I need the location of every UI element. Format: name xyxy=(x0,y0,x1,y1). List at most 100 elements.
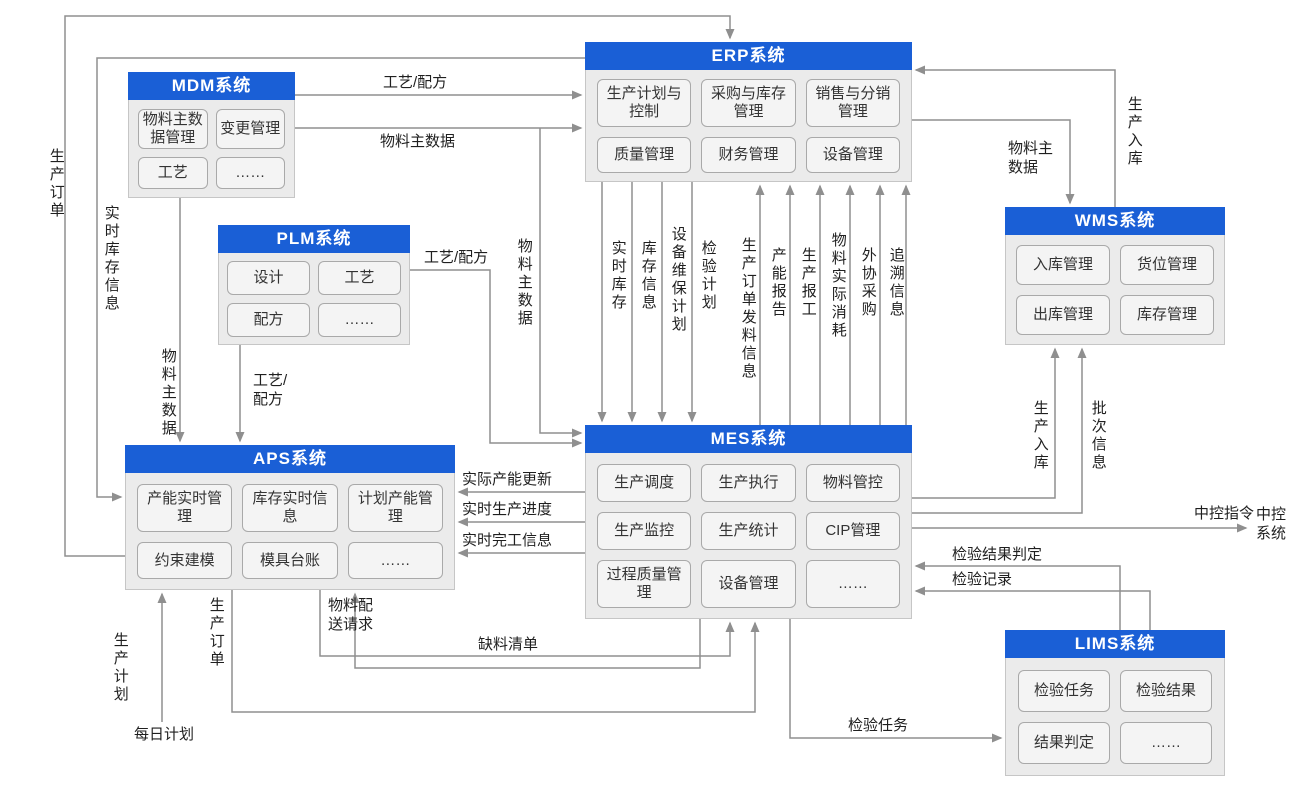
wms-module-location: 货位管理 xyxy=(1120,245,1214,285)
aps-module-mold-ledger: 模具台账 xyxy=(242,542,338,579)
flow-label-inspection-result-judgement: 检验结果判定 xyxy=(952,546,1043,563)
lims-module-task: 检验任务 xyxy=(1018,670,1110,712)
external-node-central-control: 中控系统 xyxy=(1256,506,1287,542)
erp-system-box: ERP系统 生产计划与控制 采购与库存管理 销售与分销管理 质量管理 财务管理 … xyxy=(585,42,912,182)
wms-module-inbound: 入库管理 xyxy=(1016,245,1110,285)
flow-label-shortage-list: 缺料清单 xyxy=(478,636,539,653)
mes-module-cip: CIP管理 xyxy=(805,512,900,550)
flow-label-inventory-info: 库存信息 xyxy=(639,240,657,312)
flow-label-daily-plan: 每日计划 xyxy=(134,726,195,743)
flow-label-inspection-task: 检验任务 xyxy=(848,717,909,734)
arrow-mes-to-wms-inbound xyxy=(912,347,1060,499)
erp-module-finance: 财务管理 xyxy=(701,137,796,173)
mes-module-dispatch: 生产调度 xyxy=(597,464,692,502)
plm-module-more: …… xyxy=(318,303,401,337)
wms-system-body: 入库管理 货位管理 出库管理 库存管理 xyxy=(1005,235,1225,345)
aps-system-body: 产能实时管理 库存实时信息 计划产能管理 约束建模 模具台账 …… xyxy=(125,473,455,590)
aps-module-inventory-info: 库存实时信息 xyxy=(242,484,338,532)
flow-label-process-recipe-plm-mes: 工艺/配方 xyxy=(424,249,489,266)
wms-module-inventory: 库存管理 xyxy=(1120,295,1214,335)
flow-label-actual-consumption: 物料实际消耗 xyxy=(829,232,847,340)
flow-label-material-master-mdm-aps: 物料主数据 xyxy=(159,348,177,438)
lims-system-body: 检验任务 检验结果 结果判定 …… xyxy=(1005,658,1225,776)
lims-module-more: …… xyxy=(1120,722,1212,764)
flow-label-inspection-record: 检验记录 xyxy=(952,571,1013,588)
flow-label-central-command: 中控指令 xyxy=(1194,505,1255,522)
erp-module-purchase-inventory: 采购与库存管理 xyxy=(701,79,796,127)
flow-label-production-inbound-mid: 生产入库 xyxy=(1031,400,1049,472)
arrow-aps-to-mes-production-order xyxy=(231,590,760,713)
erp-system-body: 生产计划与控制 采购与库存管理 销售与分销管理 质量管理 财务管理 设备管理 xyxy=(585,70,912,182)
aps-module-more: …… xyxy=(347,542,443,579)
erp-system-title: ERP系统 xyxy=(585,42,912,70)
mes-system-title: MES系统 xyxy=(585,425,912,453)
plm-system-body: 设计 工艺 配方 …… xyxy=(218,253,410,345)
arrow-mdm-to-mes-material-master xyxy=(539,128,583,438)
mdm-system-title: MDM系统 xyxy=(128,72,295,100)
mes-module-more: …… xyxy=(805,560,900,608)
aps-system-box: APS系统 产能实时管理 库存实时信息 计划产能管理 约束建模 模具台账 …… xyxy=(125,445,455,590)
mdm-system-body: 物料主数据管理 变更管理 工艺 …… xyxy=(128,100,295,198)
flow-label-material-master-mdm-erp: 物料主数据 xyxy=(380,133,456,150)
flow-label-realtime-completion: 实时完工信息 xyxy=(462,532,553,549)
flow-label-capacity-report: 产能报告 xyxy=(769,247,787,319)
wms-system-title: WMS系统 xyxy=(1005,207,1225,235)
flow-label-production-plan: 生产计划 xyxy=(111,632,129,704)
flow-label-realtime-progress: 实时生产进度 xyxy=(462,501,553,518)
mes-module-monitoring: 生产监控 xyxy=(597,512,692,550)
erp-module-plan-control: 生产计划与控制 xyxy=(597,79,692,127)
erp-module-equipment: 设备管理 xyxy=(805,137,900,173)
erp-module-quality: 质量管理 xyxy=(597,137,692,173)
plm-module-design: 设计 xyxy=(227,261,310,295)
flow-label-actual-capacity-update: 实际产能更新 xyxy=(462,471,553,488)
flow-label-production-order-left: 生产订单 xyxy=(47,148,65,220)
mdm-module-more: …… xyxy=(215,157,285,189)
lims-system-title: LIMS系统 xyxy=(1005,630,1225,658)
flow-label-production-order-bottom: 生产订单 xyxy=(207,597,225,669)
aps-module-plan-capacity: 计划产能管理 xyxy=(347,484,443,532)
arrow-aps-to-mes-delivery-request xyxy=(319,590,735,657)
arrow-erp-to-aps-realtime-inventory xyxy=(96,57,585,502)
mes-module-material-control: 物料管控 xyxy=(805,464,900,502)
flow-label-material-master-wms: 物料主数据 xyxy=(1008,140,1054,176)
mes-system-body: 生产调度 生产执行 物料管控 生产监控 生产统计 CIP管理 过程质量管理 设备… xyxy=(585,453,912,619)
plm-module-process: 工艺 xyxy=(318,261,401,295)
flow-label-batch-info: 批次信息 xyxy=(1089,400,1107,472)
arrow-lims-to-mes-result-judgement xyxy=(914,561,1121,630)
plm-system-box: PLM系统 设计 工艺 配方 …… xyxy=(218,225,410,345)
arrow-mes-to-aps-shortage-list xyxy=(350,592,701,669)
flow-label-maintenance-plan: 设备维保计划 xyxy=(669,226,687,334)
plm-system-title: PLM系统 xyxy=(218,225,410,253)
mes-module-process-quality: 过程质量管理 xyxy=(597,560,692,608)
flow-label-material-delivery-request: 物料配送请求 xyxy=(328,597,374,633)
plm-module-recipe: 配方 xyxy=(227,303,310,337)
mes-module-execution: 生产执行 xyxy=(701,464,796,502)
flow-label-realtime-inventory-info: 实时库存信息 xyxy=(102,205,120,313)
flow-label-traceability-info: 追溯信息 xyxy=(887,247,905,319)
mdm-module-change-mgmt: 变更管理 xyxy=(215,109,285,149)
flow-label-production-report: 生产报工 xyxy=(799,247,817,319)
arrow-mes-to-lims-task xyxy=(789,619,1003,743)
flow-label-realtime-inventory: 实时库存 xyxy=(609,240,627,312)
arrow-lims-to-mes-record xyxy=(914,586,1151,630)
mes-system-box: MES系统 生产调度 生产执行 物料管控 生产监控 生产统计 CIP管理 过程质… xyxy=(585,425,912,619)
erp-module-sales-distribution: 销售与分销管理 xyxy=(805,79,900,127)
lims-module-result: 检验结果 xyxy=(1120,670,1212,712)
mdm-module-material-master: 物料主数据管理 xyxy=(138,109,208,149)
arrow-aps-to-erp-production-order xyxy=(64,15,735,557)
mdm-module-process: 工艺 xyxy=(138,157,208,189)
flow-label-outsourcing: 外协采购 xyxy=(859,247,877,319)
mes-module-equipment: 设备管理 xyxy=(701,560,796,608)
aps-module-capacity: 产能实时管理 xyxy=(137,484,233,532)
mdm-system-box: MDM系统 物料主数据管理 变更管理 工艺 …… xyxy=(128,72,295,198)
lims-system-box: LIMS系统 检验任务 检验结果 结果判定 …… xyxy=(1005,630,1225,776)
flow-label-process-recipe-mdm-erp: 工艺/配方 xyxy=(383,74,448,91)
lims-module-judgement: 结果判定 xyxy=(1018,722,1110,764)
flow-label-production-inbound-top: 生产入库 xyxy=(1125,96,1143,168)
wms-system-box: WMS系统 入库管理 货位管理 出库管理 库存管理 xyxy=(1005,207,1225,345)
mes-module-statistics: 生产统计 xyxy=(701,512,796,550)
flow-label-material-master-mes: 物料主数据 xyxy=(515,238,533,328)
aps-system-title: APS系统 xyxy=(125,445,455,473)
